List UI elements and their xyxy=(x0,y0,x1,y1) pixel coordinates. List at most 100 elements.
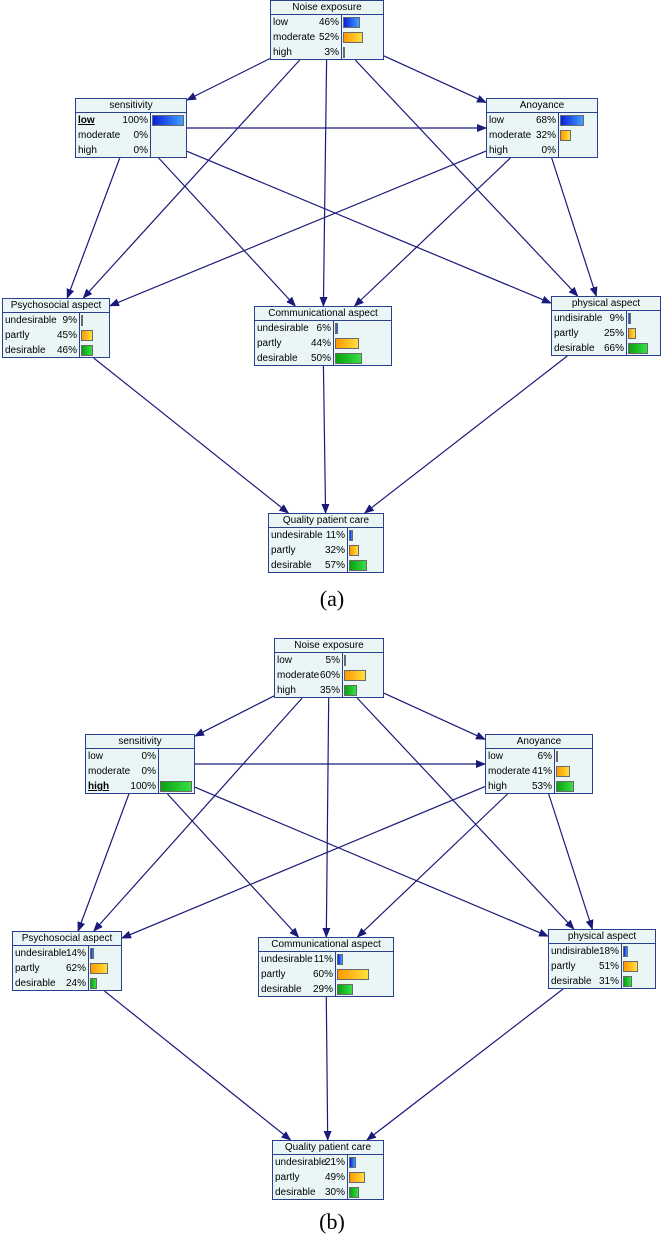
edge-noise-to-physical xyxy=(356,697,575,930)
node-title: Quality patient care xyxy=(273,1141,383,1155)
state-probability-bar xyxy=(81,330,93,341)
node-divider xyxy=(79,313,80,357)
state-probability-bar xyxy=(349,530,353,541)
node-divider xyxy=(150,113,151,157)
state-probability-bar xyxy=(335,323,338,334)
state-percent: 14% xyxy=(65,948,86,959)
state-label: moderate xyxy=(489,130,532,141)
state-label: partly xyxy=(551,961,576,972)
state-probability-bar xyxy=(349,1187,359,1198)
state-label: desirable xyxy=(551,976,592,987)
edge-annoyance-to-psychosocial xyxy=(109,150,487,307)
node-title: Psychosocial aspect xyxy=(13,932,121,946)
node-divider xyxy=(341,15,342,59)
node-title: Psychosocial aspect xyxy=(3,299,109,313)
state-probability-bar xyxy=(623,976,632,987)
state-label: low xyxy=(88,751,104,762)
state-label: low xyxy=(277,655,293,666)
state-percent: 21% xyxy=(324,1157,345,1168)
state-percent: 32% xyxy=(324,545,345,556)
state-probability-bar xyxy=(90,978,97,989)
state-label: undesirable xyxy=(271,530,323,541)
state-label: low xyxy=(273,17,289,28)
state-label: high xyxy=(489,145,508,156)
state-label: undesirable xyxy=(5,315,57,326)
panel-label-b: (b) xyxy=(319,1209,345,1234)
state-label: moderate xyxy=(88,766,131,777)
state-probability-bar xyxy=(90,948,94,959)
edge-sensitivity-to-psychosocial xyxy=(66,157,121,299)
state-probability-bar xyxy=(81,315,83,326)
state-percent: 57% xyxy=(324,560,345,571)
state-label: undesirable xyxy=(261,954,313,965)
edge-annoyance-to-physical xyxy=(548,793,594,930)
state-percent: 29% xyxy=(312,984,333,995)
node-divider xyxy=(558,113,559,157)
state-probability-bar xyxy=(344,655,346,666)
node-title: physical aspect xyxy=(549,930,655,944)
state-label: partly xyxy=(554,328,579,339)
state-probability-bar xyxy=(335,338,359,349)
node-title: Anoyance xyxy=(487,99,597,113)
state-label: partly xyxy=(257,338,282,349)
node-divider xyxy=(626,311,627,355)
state-probability-bar xyxy=(349,1157,356,1168)
